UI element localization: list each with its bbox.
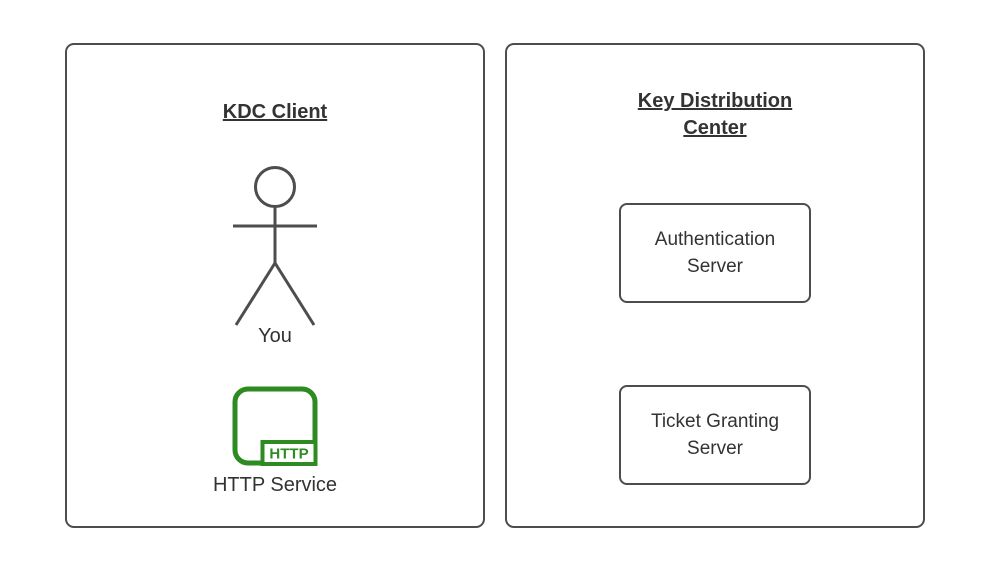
actor-head (254, 166, 296, 208)
kdc-client-title: KDC Client (222, 101, 328, 123)
authentication-server-label: Authentication Server (654, 229, 776, 277)
key-distribution-center-title: Key Distribution Center (637, 90, 793, 139)
ticket-granting-server-label: Ticket Granting Server (650, 411, 780, 459)
http-service-label: HTTP Service (212, 474, 338, 496)
actor-leg-right (273, 262, 316, 326)
key-distribution-center-panel: Key Distribution Center Authentication S… (505, 43, 925, 528)
authentication-server-node: Authentication Server (619, 203, 811, 303)
ticket-granting-server-node: Ticket Granting Server (619, 385, 811, 485)
actor-label: You (258, 325, 292, 347)
http-badge-label: HTTP (269, 446, 308, 463)
actor-leg-left (234, 262, 277, 326)
actor-icon (233, 166, 317, 326)
kdc-client-panel: KDC Client You HTTP HTTP Service (65, 43, 485, 528)
http-badge-box (260, 440, 318, 466)
http-service-icon: HTTP (232, 386, 318, 466)
